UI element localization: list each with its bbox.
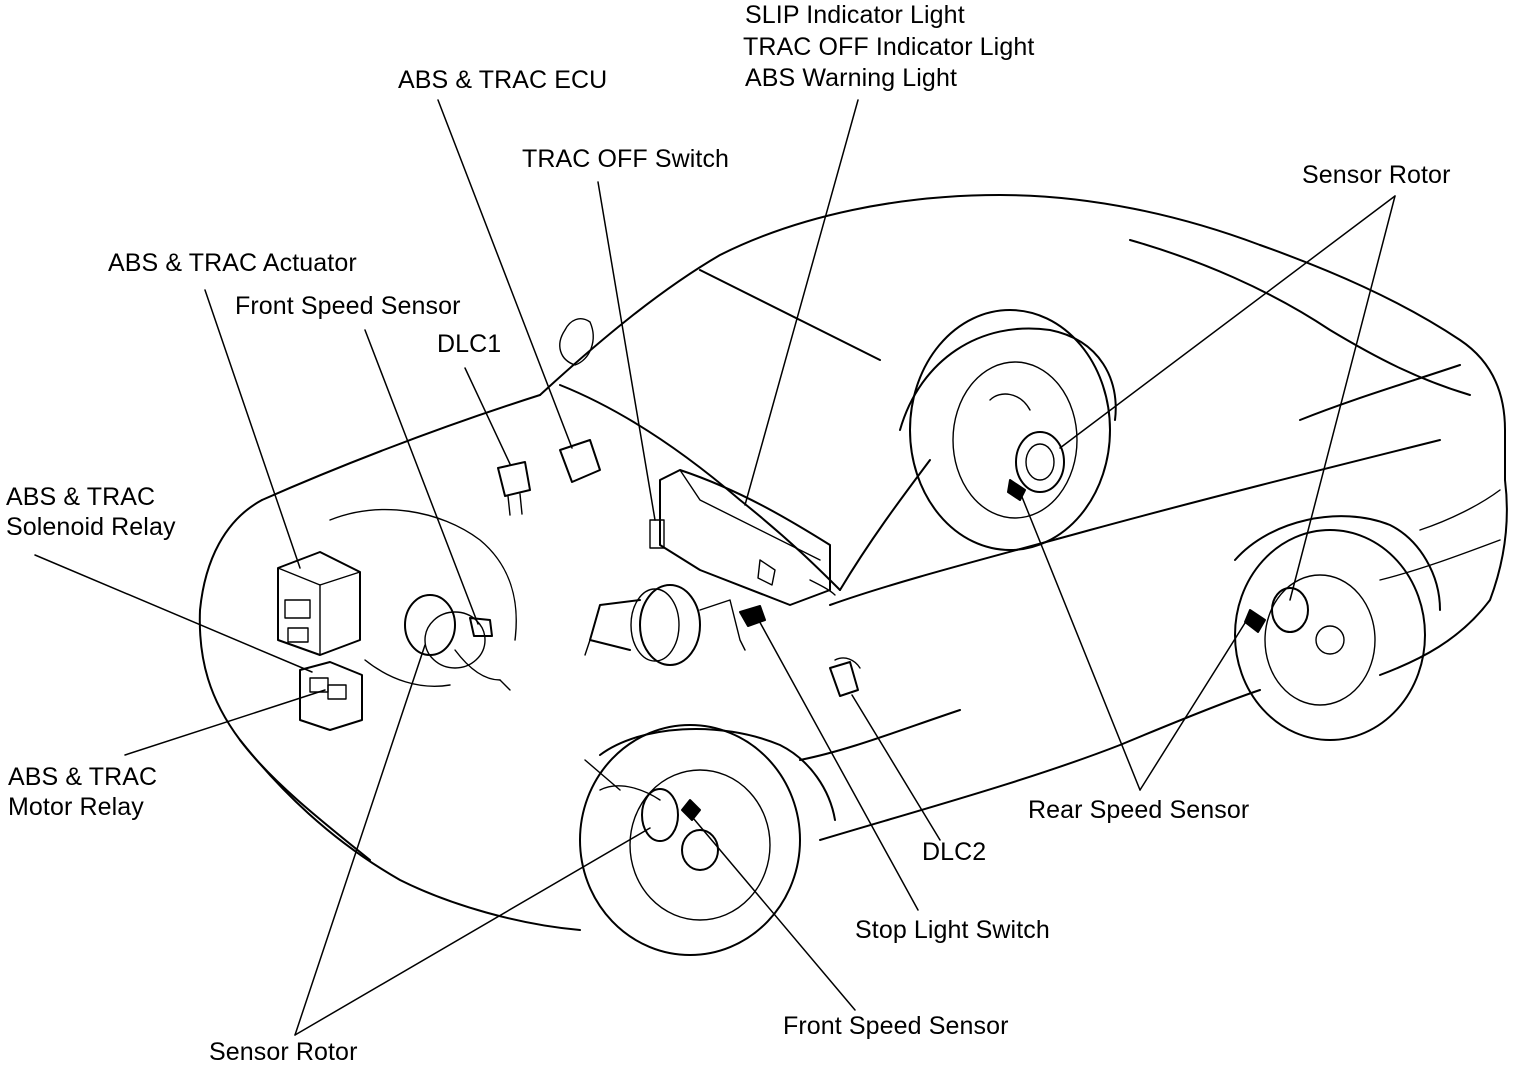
dlc1-shape [497, 461, 531, 516]
rear-left-wheel [909, 309, 1111, 551]
label-rear-speed-sensor: Rear Speed Sensor [1028, 796, 1250, 824]
label-front-speed-sensor-bottom: Front Speed Sensor [783, 1012, 1009, 1040]
label-front-speed-sensor-top: Front Speed Sensor [235, 292, 461, 320]
label-motor-relay-line2: Motor Relay [8, 793, 144, 821]
label-trac-off-switch: TRAC OFF Switch [522, 145, 730, 173]
ecu-box-shape [559, 439, 601, 483]
label-dlc1: DLC1 [437, 330, 502, 358]
label-motor-relay-line1: ABS & TRAC [8, 763, 158, 791]
car-body [198, 194, 1508, 931]
front-right-wheel [579, 724, 801, 956]
relay-block-shape [299, 661, 363, 731]
label-abs-trac-ecu: ABS & TRAC ECU [398, 66, 608, 94]
label-dlc2: DLC2 [922, 838, 987, 866]
label-solenoid-relay-line1: ABS & TRAC [6, 483, 156, 511]
abs-trac-actuator-shape [277, 551, 361, 656]
brake-booster-shape [584, 584, 766, 666]
label-sensor-rotor-rear: Sensor Rotor [1302, 161, 1451, 189]
label-trac-off-indicator-light: TRAC OFF Indicator Light [743, 33, 1035, 61]
rear-right-wheel [1234, 529, 1426, 741]
leader-lines [34, 99, 1396, 1036]
label-abs-warning-light: ABS Warning Light [745, 64, 957, 92]
label-sensor-rotor-front: Sensor Rotor [209, 1038, 358, 1066]
label-slip-indicator-light: SLIP Indicator Light [745, 1, 965, 29]
label-stop-light-switch: Stop Light Switch [855, 916, 1050, 944]
label-solenoid-relay-line2: Solenoid Relay [6, 513, 176, 541]
front-left-hub [404, 594, 511, 691]
label-abs-trac-actuator: ABS & TRAC Actuator [108, 249, 357, 277]
dlc2-shape [829, 657, 861, 697]
instrument-panel-shape [649, 469, 836, 606]
